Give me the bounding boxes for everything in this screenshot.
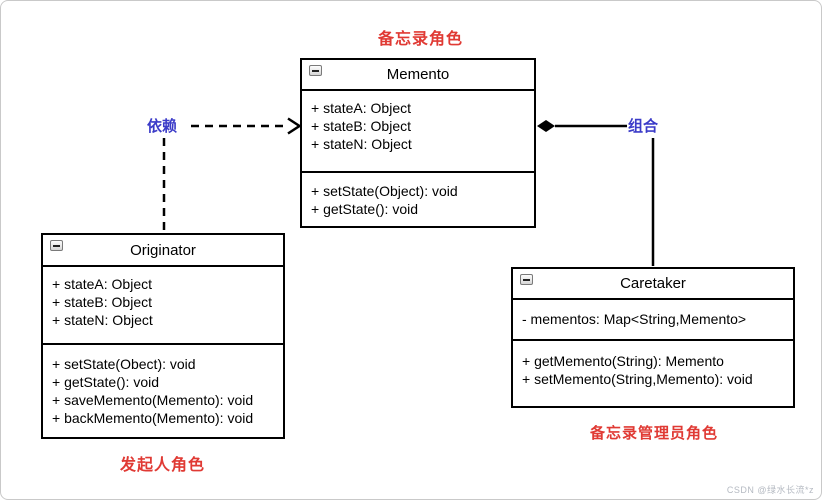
composition-diamond-icon — [537, 120, 555, 132]
minus-glyph — [312, 69, 319, 72]
annotation-originator-role: 发起人角色 — [120, 457, 206, 474]
methods-section: + getMemento(String): Memento + setMemen… — [513, 341, 793, 388]
dependency-open-arrowhead-icon — [287, 117, 302, 135]
composition-label: 组合 — [628, 118, 659, 135]
class-name-memento: Memento — [386, 66, 450, 83]
class-title-bar: Caretaker — [513, 269, 793, 300]
collapse-icon[interactable] — [309, 65, 322, 76]
methods-section: + setState(Obect): void + getState(): vo… — [43, 345, 283, 427]
annotation-caretaker-role: 备忘录管理员角色 — [590, 425, 719, 442]
attribute: + stateB: Object — [311, 118, 411, 134]
class-box-originator: Originator + stateA: Object + stateB: Ob… — [41, 233, 285, 439]
annotation-memento-role: 备忘录角色 — [378, 31, 464, 48]
class-box-memento: Memento + stateA: Object + stateB: Objec… — [300, 58, 536, 228]
method: + setState(Object): void — [311, 183, 458, 199]
method: + backMemento(Memento): void — [52, 410, 254, 426]
attribute: - mementos: Map<String,Memento> — [522, 311, 747, 327]
dependency-label: 依赖 — [147, 118, 178, 135]
class-title-bar: Memento — [302, 60, 534, 91]
method: + getState(): void — [52, 374, 160, 390]
class-name-caretaker: Caretaker — [620, 275, 686, 292]
class-title-bar: Originator — [43, 235, 283, 267]
class-box-caretaker: Caretaker - mementos: Map<String,Memento… — [511, 267, 795, 408]
attribute: + stateA: Object — [52, 276, 152, 292]
attributes-section: + stateA: Object + stateB: Object + stat… — [43, 267, 283, 345]
method: + getMemento(String): Memento — [522, 353, 724, 369]
attributes-section: + stateA: Object + stateB: Object + stat… — [302, 91, 534, 173]
method: + saveMemento(Memento): void — [52, 392, 254, 408]
method: + getState(): void — [311, 201, 419, 217]
method: + setState(Obect): void — [52, 356, 196, 372]
collapse-icon[interactable] — [520, 274, 533, 285]
attribute: + stateN: Object — [311, 136, 412, 152]
minus-glyph — [523, 278, 530, 281]
methods-section: + setState(Object): void + getState(): v… — [302, 173, 534, 218]
csdn-watermark: CSDN @绿水长流*z — [726, 485, 814, 495]
attribute: + stateB: Object — [52, 294, 152, 310]
method: + setMemento(String,Memento): void — [522, 371, 753, 387]
collapse-icon[interactable] — [50, 240, 63, 251]
attribute: + stateA: Object — [311, 100, 411, 116]
minus-glyph — [53, 244, 60, 247]
class-name-originator: Originator — [130, 241, 196, 259]
attribute: + stateN: Object — [52, 312, 153, 328]
attributes-section: - mementos: Map<String,Memento> — [513, 300, 793, 341]
